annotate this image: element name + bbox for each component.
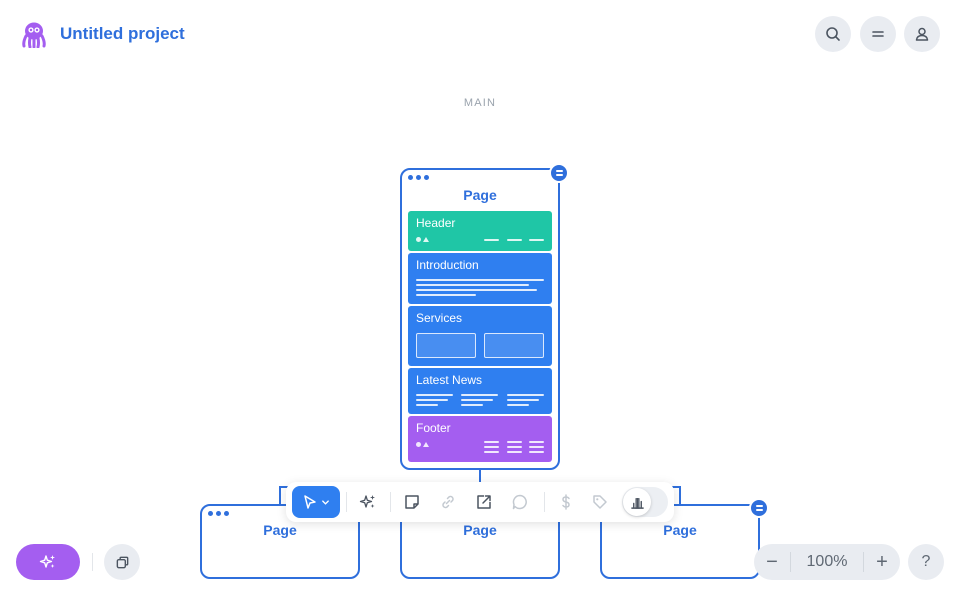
wireframe-line bbox=[416, 284, 529, 286]
divider bbox=[790, 552, 791, 572]
page-note-icon[interactable] bbox=[749, 498, 769, 518]
ai-magic-button[interactable] bbox=[354, 488, 382, 516]
link-button[interactable] bbox=[434, 488, 462, 516]
wireframe-line bbox=[461, 394, 498, 396]
wireframe-line bbox=[529, 451, 544, 453]
wireframe-line bbox=[507, 451, 522, 453]
page-title[interactable]: Page bbox=[263, 522, 297, 538]
zoom-level[interactable]: 100% bbox=[806, 553, 848, 570]
sticky-note-icon bbox=[405, 495, 419, 509]
section-services[interactable]: Services bbox=[408, 306, 552, 366]
wireframe-line bbox=[416, 394, 453, 396]
zoom-in-button[interactable]: + bbox=[876, 550, 888, 573]
zoom-out-button[interactable]: − bbox=[766, 550, 778, 573]
wireframe-line bbox=[507, 239, 522, 241]
account-button[interactable] bbox=[904, 16, 940, 52]
section-latest-news[interactable]: Latest News bbox=[408, 368, 552, 414]
wireframe-line bbox=[416, 289, 537, 291]
wireframe-line bbox=[484, 451, 499, 453]
user-icon bbox=[915, 27, 929, 41]
connector-line bbox=[279, 486, 281, 506]
wireframe-line bbox=[416, 279, 544, 281]
note-button[interactable] bbox=[398, 488, 426, 516]
wireframe-box bbox=[484, 333, 544, 358]
wireframe-dot bbox=[416, 442, 421, 447]
project-title[interactable]: Untitled project bbox=[60, 24, 185, 43]
wireframe-line bbox=[529, 441, 544, 443]
wireframe-line bbox=[416, 399, 448, 401]
help-button[interactable]: ? bbox=[908, 544, 944, 580]
section-footer[interactable]: Footer bbox=[408, 416, 552, 462]
wireframe-line bbox=[507, 404, 529, 406]
chevron-down-icon bbox=[322, 499, 329, 505]
stats-toggle[interactable] bbox=[622, 487, 668, 517]
dollar-icon bbox=[562, 494, 570, 510]
wireframe-line bbox=[484, 441, 499, 443]
select-tool-button[interactable] bbox=[292, 486, 340, 518]
wireframe-line bbox=[529, 446, 544, 448]
octopus-logo-icon[interactable] bbox=[20, 20, 48, 49]
wireframe-line bbox=[484, 446, 499, 448]
wireframe-line bbox=[507, 441, 522, 443]
sparkles-icon bbox=[359, 495, 375, 508]
wireframe-triangle bbox=[423, 442, 429, 447]
canvas-toolbar bbox=[286, 482, 674, 522]
divider bbox=[92, 553, 93, 571]
page-title[interactable]: Page bbox=[663, 522, 697, 538]
section-label: Latest News bbox=[416, 373, 483, 387]
open-external-button[interactable] bbox=[470, 488, 498, 516]
wireframe-line bbox=[416, 404, 438, 406]
search-button[interactable] bbox=[815, 16, 851, 52]
copy-icon bbox=[116, 556, 128, 568]
tag-icon bbox=[593, 495, 607, 509]
section-label: Header bbox=[416, 216, 456, 230]
wireframe-line bbox=[507, 399, 539, 401]
external-link-icon bbox=[477, 495, 491, 509]
zoom-controls: − 100% + bbox=[754, 544, 900, 580]
wireframe-triangle bbox=[423, 237, 429, 242]
section-label: Footer bbox=[416, 421, 451, 435]
search-icon bbox=[826, 27, 840, 41]
wireframe-line bbox=[484, 239, 499, 241]
page-title[interactable]: Page bbox=[463, 187, 497, 203]
toolbar-divider bbox=[390, 492, 391, 512]
child-page-card[interactable]: Page bbox=[600, 504, 760, 579]
wireframe-line bbox=[461, 399, 493, 401]
more-options-icon[interactable] bbox=[208, 511, 229, 516]
tag-button[interactable] bbox=[586, 488, 614, 516]
page-note-icon[interactable] bbox=[549, 163, 569, 183]
wireframe-line bbox=[529, 239, 544, 241]
wireframe-line bbox=[507, 394, 544, 396]
price-button[interactable] bbox=[552, 488, 580, 516]
bar-chart-icon bbox=[630, 497, 644, 509]
sparkles-icon bbox=[39, 555, 55, 568]
section-label: Services bbox=[416, 311, 463, 325]
wireframe-box bbox=[416, 333, 476, 358]
wireframe-dot bbox=[416, 237, 421, 242]
toolbar-divider bbox=[544, 492, 545, 512]
section-label: Introduction bbox=[416, 258, 479, 272]
menu-button[interactable] bbox=[860, 16, 896, 52]
connector-line bbox=[679, 486, 681, 506]
page-title[interactable]: Page bbox=[463, 522, 497, 538]
link-icon bbox=[442, 495, 454, 509]
duplicate-button[interactable] bbox=[104, 544, 140, 580]
wireframe-line bbox=[461, 404, 483, 406]
menu-icon bbox=[872, 31, 884, 37]
ai-assistant-button[interactable] bbox=[16, 544, 80, 580]
root-page-card[interactable]: Page Header Introduction Services Latest… bbox=[400, 168, 560, 470]
toggle-knob bbox=[623, 488, 651, 516]
comment-button[interactable] bbox=[506, 488, 534, 516]
comment-icon bbox=[512, 494, 527, 510]
wireframe-line bbox=[507, 446, 522, 448]
sitemap-section-label: MAIN bbox=[463, 97, 497, 109]
more-options-icon[interactable] bbox=[408, 175, 429, 180]
toolbar-divider bbox=[346, 492, 347, 512]
section-header[interactable]: Header bbox=[408, 211, 552, 251]
cursor-icon bbox=[304, 495, 316, 509]
wireframe-line bbox=[416, 294, 476, 296]
connector-line bbox=[479, 470, 481, 484]
divider bbox=[863, 552, 864, 572]
section-introduction[interactable]: Introduction bbox=[408, 253, 552, 304]
